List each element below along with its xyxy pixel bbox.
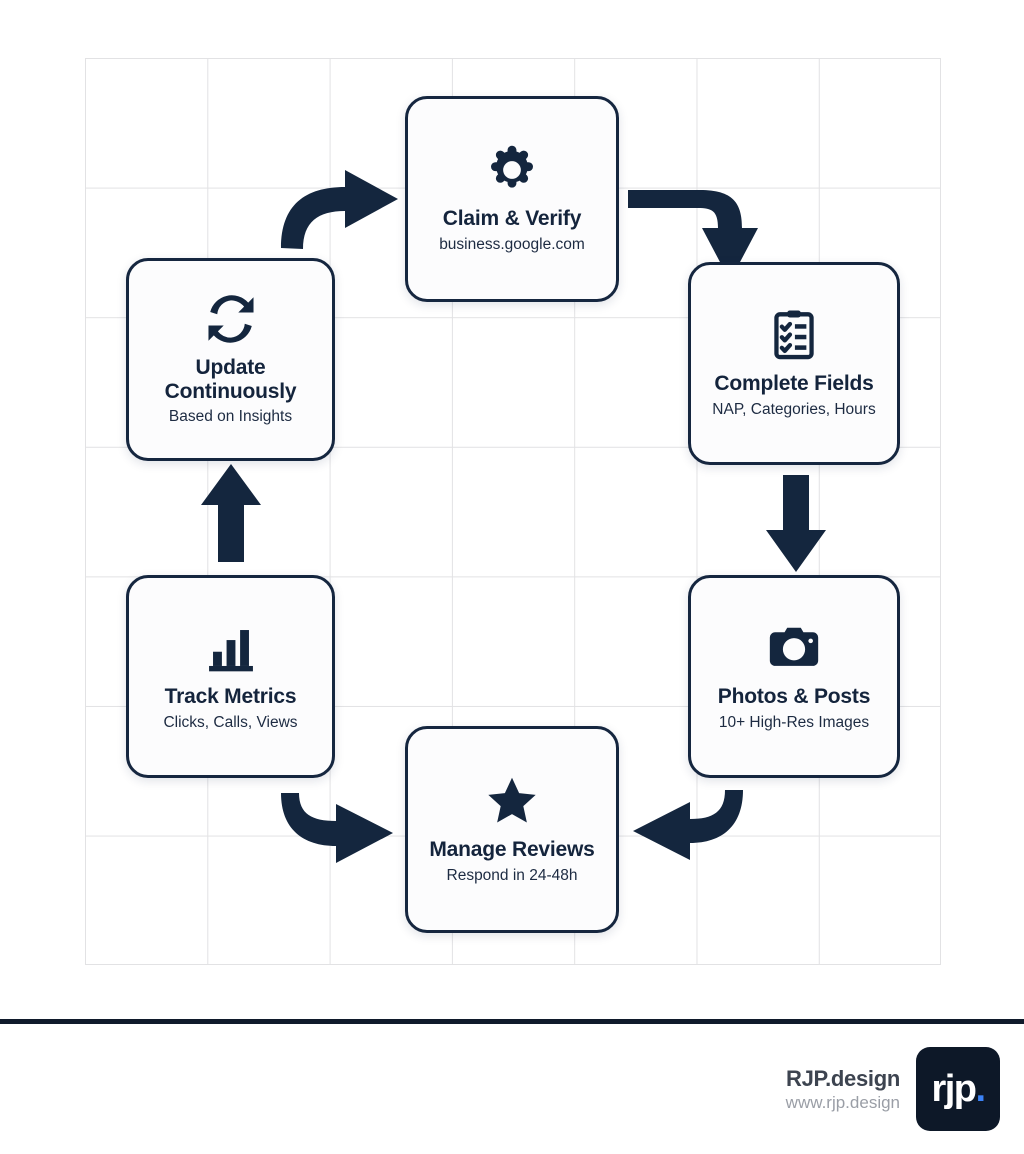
node-title-line1: Update	[195, 356, 266, 380]
clipboard-checklist-icon	[767, 304, 821, 366]
gear-icon	[484, 139, 540, 201]
node-track-metrics[interactable]: Track Metrics Clicks, Calls, Views	[126, 575, 335, 778]
node-subtitle: Based on Insights	[168, 408, 293, 426]
node-photos-posts[interactable]: Photos & Posts 10+ High-Res Images	[688, 575, 900, 778]
node-subtitle: NAP, Categories, Hours	[712, 400, 876, 418]
node-subtitle: 10+ High-Res Images	[718, 713, 870, 731]
node-subtitle: Clicks, Calls, Views	[163, 713, 298, 731]
footer-divider	[0, 1019, 1024, 1024]
node-title: Claim & Verify	[442, 207, 582, 231]
node-manage-reviews[interactable]: Manage Reviews Respond in 24-48h	[405, 726, 619, 933]
camera-icon	[765, 617, 823, 679]
brand-name: RJP.design	[786, 1065, 900, 1091]
brand-url[interactable]: www.rjp.design	[785, 1092, 900, 1112]
rjp-logo: rjp.	[916, 1047, 1000, 1131]
node-title: Complete Fields	[714, 371, 874, 395]
bar-chart-icon	[203, 617, 259, 679]
star-icon	[483, 770, 541, 832]
node-update-continuously[interactable]: Update Continuously Based on Insights	[126, 258, 335, 461]
node-title: Manage Reviews	[429, 837, 595, 861]
node-complete-fields[interactable]: Complete Fields NAP, Categories, Hours	[688, 262, 900, 465]
node-subtitle: Respond in 24-48h	[446, 866, 578, 884]
footer-branding: RJP.design www.rjp.design rjp.	[0, 1024, 1024, 1154]
node-subtitle: business.google.com	[439, 236, 585, 254]
node-title: Photos & Posts	[717, 684, 871, 708]
refresh-sync-icon	[202, 288, 260, 350]
logo-dot: .	[975, 1068, 987, 1110]
node-title-line2: Continuously	[164, 380, 297, 404]
brand-text-block: RJP.design www.rjp.design	[785, 1065, 901, 1113]
logo-wordmark: rjp.	[931, 1068, 987, 1110]
node-claim-verify[interactable]: Claim & Verify business.google.com	[405, 96, 619, 302]
logo-text: rjp	[931, 1068, 977, 1110]
node-title: Track Metrics	[164, 684, 297, 708]
